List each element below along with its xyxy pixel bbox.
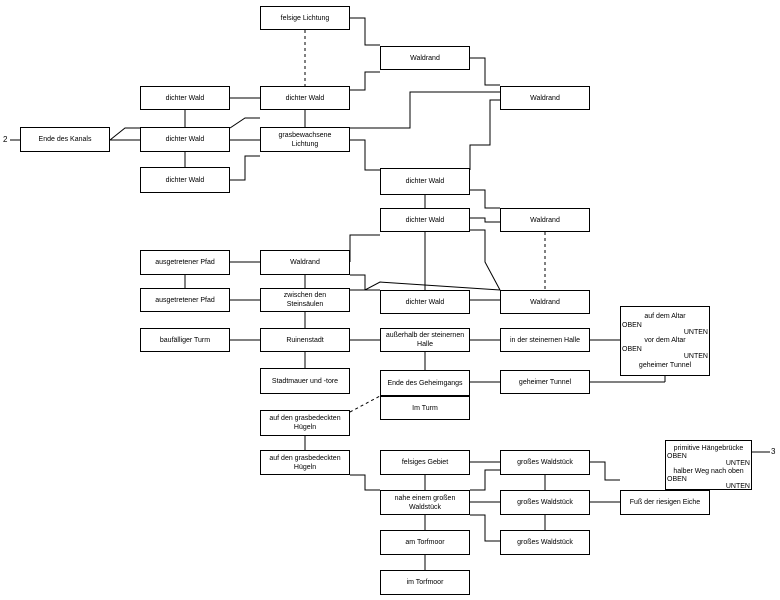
node-fuss-der-eiche[interactable]: Fuß der riesigen Eiche: [620, 490, 710, 515]
edge: [470, 217, 500, 223]
connector-label-right: 3: [771, 447, 776, 456]
altar-oben-1: OBEN: [622, 322, 642, 329]
node-waldrand-low[interactable]: Waldrand: [500, 290, 590, 314]
node-im-turm[interactable]: Im Turm: [380, 396, 470, 420]
bridge-unten-2: UNTEN: [725, 483, 750, 490]
node-dichter-wald-1[interactable]: dichter Wald: [140, 86, 230, 110]
node-huegel-2[interactable]: auf den grasbedeckten Hügeln: [260, 450, 350, 475]
node-dichter-wald-6[interactable]: dichter Wald: [380, 208, 470, 232]
edge: [350, 17, 380, 46]
node-grosses-waldstueck-1[interactable]: großes Waldstück: [500, 450, 590, 475]
node-ende-des-kanals[interactable]: Ende des Kanals: [20, 127, 110, 152]
node-grasbewachsene-lichtung[interactable]: grasbewachsene Lichtung: [260, 127, 350, 152]
edge: [349, 234, 380, 262]
node-waldrand-top[interactable]: Waldrand: [380, 46, 470, 70]
bridge-oben-1: OBEN: [667, 453, 687, 460]
node-geheimer-tunnel[interactable]: geheimer Tunnel: [500, 370, 590, 394]
node-ruinenstadt[interactable]: Ruinenstadt: [260, 328, 350, 352]
node-stadtmauer[interactable]: Stadtmauer und -tore: [260, 368, 350, 394]
bridge-mid-label: halber Weg nach oben: [673, 468, 744, 475]
edge: [350, 281, 501, 291]
node-felsige-lichtung[interactable]: felsige Lichtung: [260, 6, 350, 30]
node-waldrand-left[interactable]: Waldrand: [260, 250, 350, 275]
edge: [590, 461, 620, 481]
connector-label-left: 2: [3, 135, 8, 144]
node-ausserhalb-halle[interactable]: außerhalb der steinernen Halle: [380, 328, 470, 352]
node-baufaelliger-turm[interactable]: baufälliger Turm: [140, 328, 230, 352]
altar-mid-label: vor dem Altar: [644, 337, 686, 344]
bridge-unten-1: UNTEN: [725, 460, 750, 467]
node-in-der-halle[interactable]: in der steinernen Halle: [500, 328, 590, 352]
edge: [470, 57, 500, 86]
node-dichter-wald-2[interactable]: dichter Wald: [260, 86, 350, 110]
node-ende-des-geheimgangs[interactable]: Ende des Geheimgangs: [380, 370, 470, 396]
node-dichter-wald-4[interactable]: dichter Wald: [140, 167, 230, 193]
edge: [350, 71, 380, 91]
node-waldrand-right[interactable]: Waldrand: [500, 86, 590, 110]
node-dichter-wald-3[interactable]: dichter Wald: [140, 127, 230, 152]
edge: [229, 117, 260, 129]
bridge-oben-2: OBEN: [667, 476, 687, 483]
node-am-torfmoor[interactable]: am Torfmoor: [380, 530, 470, 555]
altar-oben-2: OBEN: [622, 346, 642, 353]
altar-unten-2: UNTEN: [683, 353, 708, 360]
node-grosses-waldstueck-3[interactable]: großes Waldstück: [500, 530, 590, 555]
altar-unten-1: UNTEN: [683, 329, 708, 336]
node-ausgetretener-pfad-1[interactable]: ausgetretener Pfad: [140, 250, 230, 275]
node-dichter-wald-5[interactable]: dichter Wald: [380, 168, 470, 195]
node-waldrand-mid[interactable]: Waldrand: [500, 208, 590, 232]
edge: [230, 155, 260, 181]
edge: [470, 469, 500, 491]
node-grosses-waldstueck-2[interactable]: großes Waldstück: [500, 490, 590, 515]
node-zwischen-den-steinsaeulen[interactable]: zwischen den Steinsäulen: [260, 288, 350, 312]
edge: [350, 274, 380, 291]
altar-top-label: auf dem Altar: [644, 313, 686, 320]
node-felsiges-gebiet[interactable]: felsiges Gebiet: [380, 450, 470, 475]
edge: [109, 127, 140, 141]
edge: [350, 91, 500, 129]
edge: [469, 99, 500, 170]
edge: [470, 229, 501, 291]
bridge-top-label: primitive Hängebrücke: [673, 445, 744, 452]
node-altar-stack[interactable]: auf dem Altar OBEN UNTEN vor dem Altar O…: [620, 306, 710, 376]
node-bridge-stack[interactable]: primitive Hängebrücke OBEN UNTEN halber …: [665, 440, 752, 490]
edge: [350, 474, 380, 491]
edge: [350, 139, 380, 171]
node-im-torfmoor[interactable]: im Torfmoor: [380, 570, 470, 595]
node-dichter-wald-7[interactable]: dichter Wald: [380, 290, 470, 314]
node-ausgetretener-pfad-2[interactable]: ausgetretener Pfad: [140, 288, 230, 312]
edge: [470, 514, 500, 542]
node-nahe-waldstueck[interactable]: nahe einem großen Waldstück: [380, 490, 470, 515]
edge: [349, 395, 381, 413]
edge: [470, 189, 500, 209]
altar-bottom-label: geheimer Tunnel: [638, 362, 692, 369]
node-huegel-1[interactable]: auf den grasbedeckten Hügeln: [260, 410, 350, 436]
